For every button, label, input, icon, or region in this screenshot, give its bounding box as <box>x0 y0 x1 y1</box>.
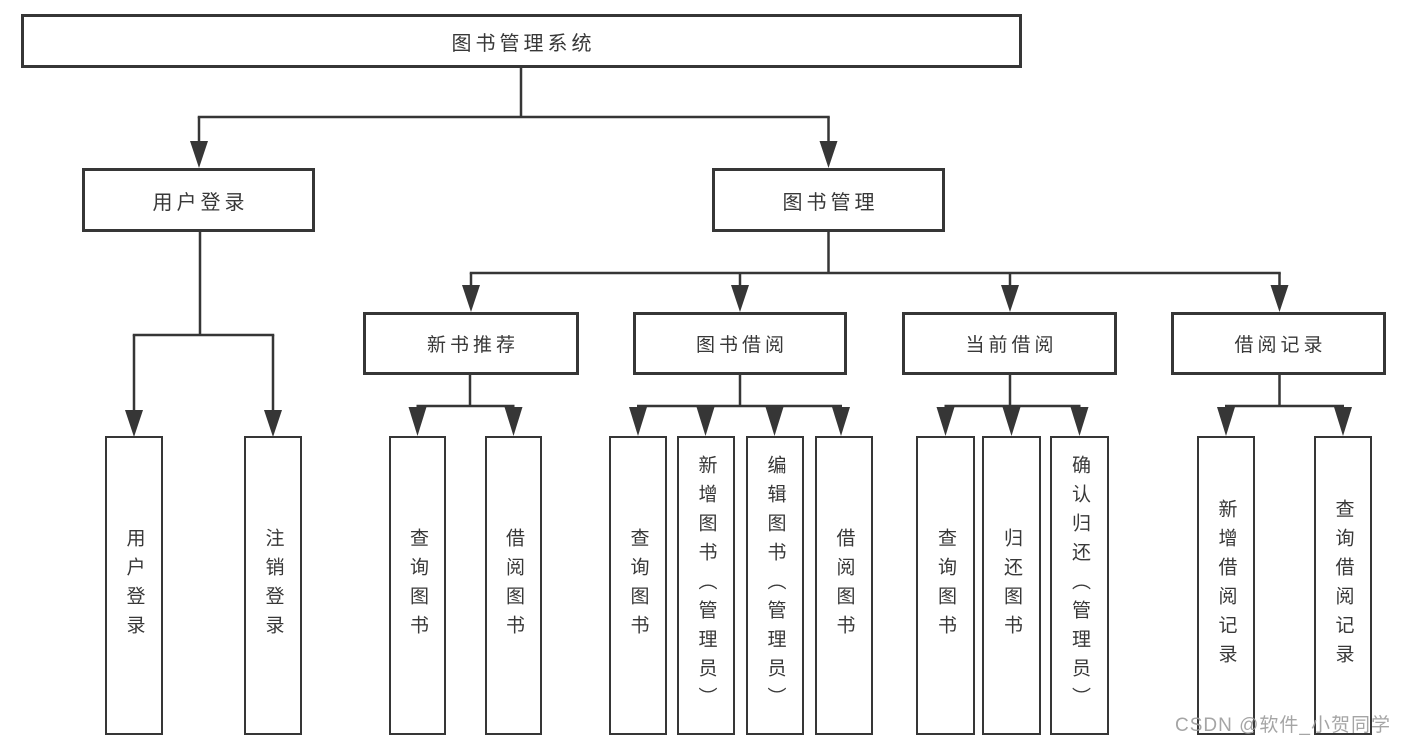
leaf-label: 查询图书 <box>627 527 649 644</box>
leaf-query-books-borrowing: 查询图书 <box>609 436 667 735</box>
node-borrowing-records: 借阅记录 <box>1171 312 1386 375</box>
leaf-label: 借阅图书 <box>503 527 524 644</box>
leaf-label: 用户登录 <box>123 527 145 644</box>
leaf-label: 确认归还（管理员） <box>1069 455 1090 716</box>
leaf-query-borrow-record: 查询借阅记录 <box>1314 436 1372 735</box>
node-book-borrowing: 图书借阅 <box>633 312 847 375</box>
leaf-confirm-return-admin: 确认归还（管理员） <box>1050 436 1109 735</box>
leaf-label: 借阅图书 <box>833 527 855 644</box>
leaf-label: 查询图书 <box>407 527 428 644</box>
leaf-label: 注销登录 <box>262 527 284 644</box>
leaf-label: 查询图书 <box>935 527 956 644</box>
leaf-user-login: 用户登录 <box>105 436 163 735</box>
node-library-system: 图书管理系统 <box>21 14 1022 68</box>
node-current-borrowing: 当前借阅 <box>902 312 1117 375</box>
leaf-label: 新增借阅记录 <box>1215 498 1237 673</box>
node-user-login: 用户登录 <box>82 168 315 232</box>
node-book-management: 图书管理 <box>712 168 945 232</box>
leaf-borrow-books: 借阅图书 <box>815 436 873 735</box>
leaf-label: 新增图书（管理员） <box>695 455 717 716</box>
leaf-add-books-admin: 新增图书（管理员） <box>677 436 735 735</box>
leaf-logout: 注销登录 <box>244 436 302 735</box>
leaf-borrow-books-recommend: 借阅图书 <box>485 436 542 735</box>
leaf-return-books: 归还图书 <box>982 436 1041 735</box>
leaf-label: 编辑图书（管理员） <box>764 455 786 716</box>
leaf-query-books-recommend: 查询图书 <box>389 436 446 735</box>
leaf-query-books-current: 查询图书 <box>916 436 975 735</box>
watermark: CSDN @软件_小贺同学 <box>1175 715 1391 736</box>
leaf-label: 查询借阅记录 <box>1332 498 1354 673</box>
leaf-add-borrow-record: 新增借阅记录 <box>1197 436 1255 735</box>
node-new-book-recommendation: 新书推荐 <box>363 312 579 375</box>
leaf-label: 归还图书 <box>1001 527 1022 644</box>
leaf-edit-books-admin: 编辑图书（管理员） <box>746 436 804 735</box>
